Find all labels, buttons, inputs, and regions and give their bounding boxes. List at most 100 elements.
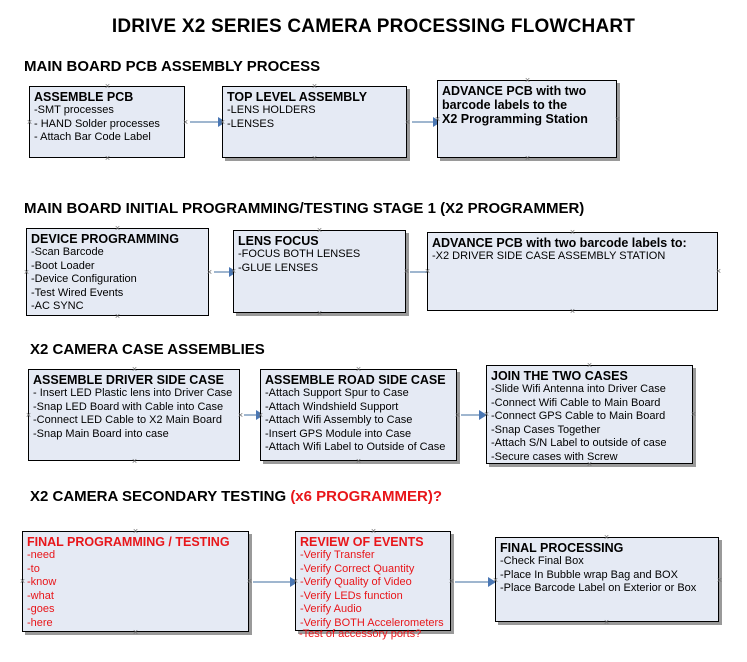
box-item: - Insert LED Plastic lens into Driver Ca… — [33, 387, 233, 399]
selection-handle-icon[interactable] — [131, 628, 140, 637]
box-item: -here — [27, 616, 53, 629]
section-heading-accent: (x6 PROGRAMMER)? — [290, 488, 442, 505]
connector-line — [244, 414, 260, 416]
selection-handle-icon[interactable] — [181, 118, 190, 127]
connector-line — [461, 414, 483, 416]
selection-handle-icon[interactable] — [568, 228, 577, 237]
process-box-assemble-pcb[interactable]: ASSEMBLE PCB -SMT processes - HAND Solde… — [29, 86, 185, 158]
box-item: -FOCUS BOTH LENSES — [238, 248, 361, 260]
box-header: JOIN THE TWO CASES — [491, 369, 628, 383]
selection-handle-icon[interactable] — [218, 118, 227, 127]
box-header: FINAL PROGRAMMING / TESTING — [27, 535, 230, 549]
process-box-top-level-assembly[interactable]: TOP LEVEL ASSEMBLY -LENS HOLDERS -LENSES — [222, 86, 407, 158]
selection-handle-icon[interactable] — [18, 577, 27, 586]
selection-handle-icon[interactable] — [585, 460, 594, 469]
box-item: -SMT processes — [34, 104, 114, 116]
selection-handle-icon[interactable] — [103, 82, 112, 91]
box-item: -Slide Wifi Antenna into Driver Case — [491, 383, 666, 395]
selection-handle-icon[interactable] — [482, 410, 491, 419]
box-item: -Snap LED Board with Cable into Case — [33, 400, 224, 413]
selection-handle-icon[interactable] — [205, 268, 214, 277]
process-box-lens-focus[interactable]: LENS FOCUS -FOCUS BOTH LENSES -GLUE LENS… — [233, 230, 406, 313]
box-item: -AC SYNC — [31, 300, 84, 313]
process-box-final-programming-testing[interactable]: FINAL PROGRAMMING / TESTING -need -to -k… — [22, 531, 249, 632]
box-item: -X2 DRIVER SIDE CASE ASSEMBLY STATION — [432, 250, 666, 262]
selection-handle-icon[interactable] — [131, 527, 140, 536]
selection-handle-icon[interactable] — [24, 411, 33, 420]
process-box-assemble-road-side-case[interactable]: ASSEMBLE ROAD SIDE CASE -Attach Support … — [260, 369, 457, 461]
selection-handle-icon[interactable] — [310, 154, 319, 163]
box-item: -know — [27, 576, 57, 589]
selection-handle-icon[interactable] — [354, 457, 363, 466]
section-heading-text: MAIN BOARD PCB ASSEMBLY PROCESS — [24, 58, 321, 75]
selection-handle-icon[interactable] — [602, 618, 611, 627]
process-box-advance-pcb-programming-station[interactable]: ADVANCE PCB with two barcode labels to t… — [437, 80, 617, 158]
box-item: -Verify Correct Quantity — [300, 562, 415, 575]
process-box-advance-pcb-driver-side[interactable]: ADVANCE PCB with two barcode labels to: … — [427, 232, 718, 311]
connector-line — [253, 581, 294, 583]
box-item: -Verify Quality of Video — [300, 576, 412, 589]
box-item: -Attach Support Spur to Case — [265, 387, 409, 399]
selection-handle-icon[interactable] — [113, 312, 122, 321]
box-item: -Attach Windshield Support — [265, 400, 399, 413]
selection-handle-icon[interactable] — [25, 118, 34, 127]
section-heading-pcb-assembly: MAIN BOARD PCB ASSEMBLY PROCESS — [24, 58, 320, 75]
selection-handle-icon[interactable] — [130, 365, 139, 374]
box-item: -Connect LED Cable to X2 Main Board — [33, 414, 222, 427]
section-heading-text: MAIN BOARD INITIAL PROGRAMMING/TESTING S… — [24, 200, 585, 217]
selection-handle-icon[interactable] — [423, 267, 432, 276]
box-item: -Attach Wifi Assembly to Case — [265, 414, 413, 427]
selection-handle-icon[interactable] — [256, 411, 265, 420]
box-item: - HAND Solder processes — [34, 117, 160, 130]
box-item: -Snap Main Board into case — [33, 427, 169, 440]
box-header: ASSEMBLE ROAD SIDE CASE — [265, 373, 446, 387]
section-heading-secondary-testing: X2 CAMERA SECONDARY TESTING (x6 PROGRAMM… — [30, 488, 442, 505]
box-item: -Insert GPS Module into Case — [265, 427, 412, 440]
selection-handle-icon[interactable] — [523, 76, 532, 85]
box-item: -Connect Wifi Cable to Main Board — [491, 396, 661, 409]
selection-handle-icon[interactable] — [403, 118, 412, 127]
selection-handle-icon[interactable] — [291, 577, 300, 586]
process-box-device-programming[interactable]: DEVICE PROGRAMMING -Scan Barcode -Boot L… — [26, 228, 209, 316]
selection-handle-icon[interactable] — [491, 576, 500, 585]
section-heading-text: X2 CAMERA SECONDARY TESTING — [30, 488, 291, 505]
selection-handle-icon[interactable] — [354, 365, 363, 374]
box-item: -Connect GPS Cable to Main Board — [491, 410, 666, 423]
box-item: -Snap Cases Together — [491, 423, 601, 436]
selection-handle-icon[interactable] — [130, 457, 139, 466]
box-item: -Place In Bubble wrap Bag and BOX — [500, 568, 678, 581]
process-box-assemble-driver-side-case[interactable]: ASSEMBLE DRIVER SIDE CASE - Insert LED P… — [28, 369, 240, 461]
selection-handle-icon[interactable] — [113, 224, 122, 233]
selection-handle-icon[interactable] — [433, 115, 442, 124]
selection-handle-icon[interactable] — [613, 115, 622, 124]
selection-handle-icon[interactable] — [369, 527, 378, 536]
box-header: FINAL PROCESSING — [500, 541, 624, 555]
process-box-join-the-two-cases[interactable]: JOIN THE TWO CASES -Slide Wifi Antenna i… — [486, 365, 693, 464]
selection-handle-icon[interactable] — [689, 410, 698, 419]
selection-handle-icon[interactable] — [568, 307, 577, 316]
selection-handle-icon[interactable] — [315, 226, 324, 235]
selection-handle-icon[interactable] — [715, 576, 724, 585]
box-header: DEVICE PROGRAMMING — [31, 232, 179, 246]
selection-handle-icon[interactable] — [369, 627, 378, 636]
selection-handle-icon[interactable] — [103, 154, 112, 163]
box-item: -Attach S/N Label to outside of case — [491, 437, 667, 450]
selection-handle-icon[interactable] — [523, 154, 532, 163]
selection-handle-icon[interactable] — [315, 309, 324, 318]
selection-handle-icon[interactable] — [602, 533, 611, 542]
selection-handle-icon[interactable] — [229, 267, 238, 276]
box-item: -goes — [27, 603, 55, 616]
selection-handle-icon[interactable] — [585, 361, 594, 370]
box-header: ASSEMBLE PCB — [34, 90, 134, 104]
selection-handle-icon[interactable] — [310, 82, 319, 91]
selection-handle-icon[interactable] — [714, 267, 723, 276]
process-box-final-processing[interactable]: FINAL PROCESSING -Check Final Box -Place… — [495, 537, 719, 622]
selection-handle-icon[interactable] — [22, 268, 31, 277]
process-box-review-of-events[interactable]: REVIEW OF EVENTS -Verify Transfer -Verif… — [295, 531, 451, 631]
box-header: ASSEMBLE DRIVER SIDE CASE — [33, 373, 225, 387]
connector-line — [190, 121, 220, 123]
box-item-overflow: -Test of accessory ports? — [299, 628, 422, 640]
box-item: -what — [27, 589, 54, 602]
connector-line — [412, 121, 437, 123]
